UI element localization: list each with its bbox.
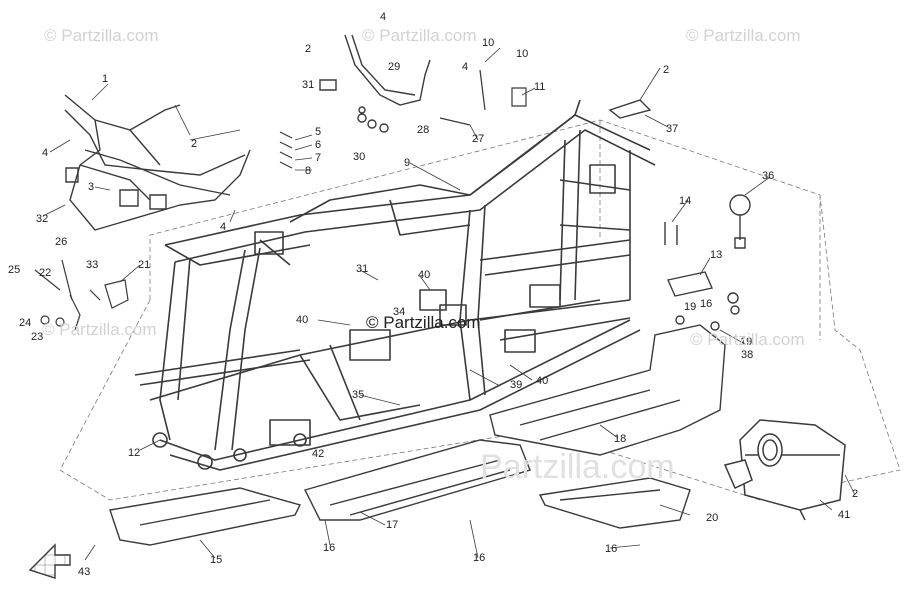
callout-3: 3 bbox=[88, 181, 94, 193]
callout-8: 8 bbox=[305, 165, 311, 177]
callout-10: 10 bbox=[482, 37, 494, 49]
callout-23: 23 bbox=[31, 331, 43, 343]
callout-labels: 1 2 2 2 2 3 4 4 4 4 5 6 7 8 9 10 10 11 1… bbox=[8, 11, 858, 578]
callout-19: 19 bbox=[684, 301, 696, 313]
callout-27: 27 bbox=[472, 133, 484, 145]
callout-16: 16 bbox=[323, 542, 335, 554]
main-frame bbox=[135, 100, 655, 470]
watermark: © Partzilla.com bbox=[44, 26, 159, 45]
callout-16: 16 bbox=[700, 298, 712, 310]
callout-31: 31 bbox=[356, 263, 368, 275]
callout-2: 2 bbox=[305, 43, 311, 55]
front-rack-assembly bbox=[65, 95, 250, 230]
callout-16: 16 bbox=[473, 552, 485, 564]
callout-18: 18 bbox=[614, 433, 626, 445]
callout-22: 22 bbox=[39, 267, 51, 279]
callout-2: 2 bbox=[663, 64, 669, 76]
callout-43: 43 bbox=[78, 566, 90, 578]
callout-4: 4 bbox=[42, 147, 48, 159]
skid-plate-front-left bbox=[110, 488, 300, 545]
callout-34: 34 bbox=[393, 306, 405, 318]
callout-39: 39 bbox=[510, 379, 522, 391]
air-box bbox=[725, 420, 845, 520]
watermark-center: © Partzilla.com bbox=[366, 313, 481, 332]
callout-17: 17 bbox=[386, 519, 398, 531]
callout-2: 2 bbox=[852, 488, 858, 500]
watermark-faint: Partzilla.com bbox=[480, 448, 675, 486]
small-parts-left bbox=[35, 70, 526, 330]
callout-13: 13 bbox=[710, 249, 722, 261]
callout-12: 12 bbox=[128, 447, 140, 459]
callout-28: 28 bbox=[417, 124, 429, 136]
skid-plates bbox=[110, 325, 725, 545]
callout-16: 16 bbox=[605, 543, 617, 555]
callout-11: 11 bbox=[534, 81, 545, 93]
callout-1: 1 bbox=[102, 73, 108, 85]
callout-5: 5 bbox=[315, 126, 321, 138]
callout-30: 30 bbox=[353, 151, 365, 163]
callout-36: 36 bbox=[762, 170, 774, 182]
watermark: © Partzilla.com bbox=[42, 320, 157, 339]
callout-32: 32 bbox=[36, 213, 48, 225]
callout-38: 38 bbox=[741, 349, 753, 361]
callout-25: 25 bbox=[8, 264, 20, 276]
callout-26: 26 bbox=[55, 236, 67, 248]
callout-19: 19 bbox=[740, 336, 752, 348]
callout-40: 40 bbox=[418, 269, 430, 281]
callout-6: 6 bbox=[315, 139, 321, 151]
callout-4: 4 bbox=[220, 221, 226, 233]
watermark: © Partzilla.com bbox=[362, 26, 477, 45]
callout-24: 24 bbox=[19, 317, 31, 329]
callout-20: 20 bbox=[706, 512, 718, 524]
callout-15: 15 bbox=[210, 554, 222, 566]
callout-40: 40 bbox=[536, 375, 548, 387]
callout-42: 42 bbox=[312, 448, 324, 460]
callout-9: 9 bbox=[404, 157, 410, 169]
callout-40: 40 bbox=[296, 314, 308, 326]
callout-37: 37 bbox=[666, 123, 678, 135]
callout-21: 21 bbox=[138, 259, 150, 271]
callout-31: 31 bbox=[302, 79, 314, 91]
callout-7: 7 bbox=[315, 152, 321, 164]
callout-41: 41 bbox=[838, 509, 850, 521]
top-bracket bbox=[320, 35, 430, 132]
skid-plate-center bbox=[305, 440, 530, 520]
callout-29: 29 bbox=[388, 61, 400, 73]
callout-33: 33 bbox=[86, 259, 98, 271]
watermark: © Partzilla.com bbox=[690, 330, 805, 349]
callout-35: 35 bbox=[352, 389, 364, 401]
callout-4: 4 bbox=[380, 11, 386, 23]
callout-10: 10 bbox=[516, 48, 528, 60]
callout-14: 14 bbox=[679, 195, 691, 207]
skid-plate-right bbox=[490, 325, 725, 455]
callout-2: 2 bbox=[191, 138, 197, 150]
front-direction-arrow-icon bbox=[30, 545, 70, 578]
leader-lines bbox=[43, 48, 855, 560]
right-side-parts bbox=[610, 100, 750, 330]
callout-4: 4 bbox=[462, 61, 468, 73]
watermark: © Partzilla.com bbox=[686, 26, 801, 45]
